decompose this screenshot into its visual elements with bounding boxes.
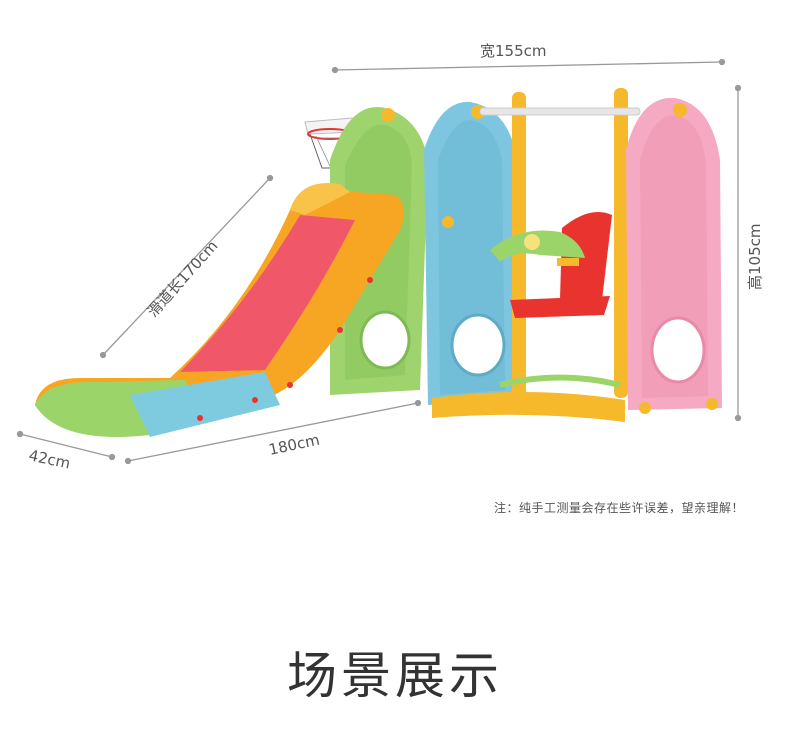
height-label: 高105cm: [746, 224, 764, 291]
basketball-hoop: [304, 117, 356, 169]
width-label: 宽155cm: [480, 42, 547, 60]
measurement-note: 注：纯手工测量会存在些许误差，望亲理解！: [493, 501, 744, 515]
swing-frame: [432, 88, 641, 422]
pink-panel: [626, 97, 722, 414]
length-label: 180cm: [267, 431, 321, 459]
section-title: 场景展示: [287, 647, 503, 705]
depth-label: 42cm: [27, 446, 72, 472]
slide: [35, 183, 404, 437]
slide-length-label: 滑道长170cm: [144, 237, 222, 321]
blue-panel: [424, 101, 518, 405]
swing-seat: [490, 211, 612, 318]
dimension-lines: [16, 58, 742, 465]
